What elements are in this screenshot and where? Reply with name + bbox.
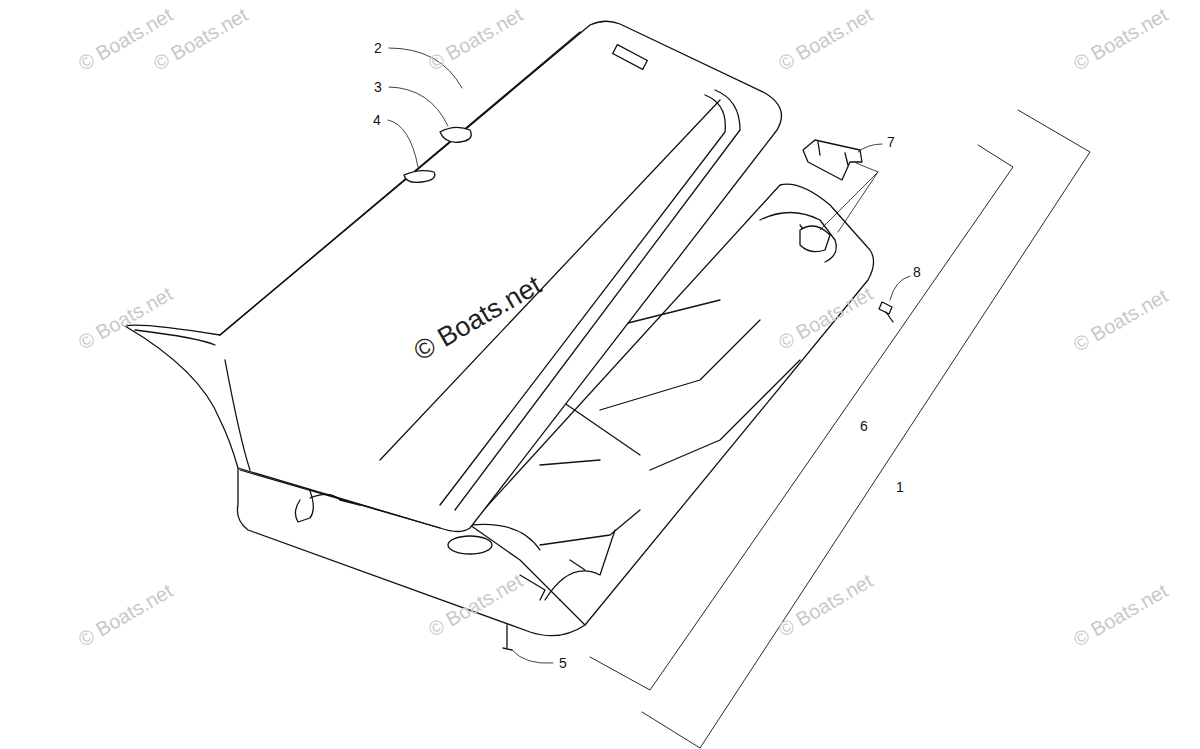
watermark: © Boats.net — [1070, 4, 1171, 74]
watermark: © Boats.net — [425, 4, 526, 74]
callout-number: 3 — [372, 79, 384, 95]
callout-number: 7 — [885, 134, 897, 150]
callout-number: 8 — [911, 264, 923, 280]
callout-number: 5 — [557, 655, 569, 671]
callout-number: 4 — [371, 112, 383, 128]
watermark: © Boats.net — [75, 580, 176, 650]
watermark: © Boats.net — [1070, 285, 1171, 355]
watermark: © Boats.net — [775, 4, 876, 74]
callout-number: 2 — [372, 40, 384, 56]
callout-number: 6 — [858, 418, 870, 434]
watermark: © Boats.net — [775, 570, 876, 640]
callout-number: 1 — [894, 479, 906, 495]
watermark: © Boats.net — [1070, 580, 1171, 650]
